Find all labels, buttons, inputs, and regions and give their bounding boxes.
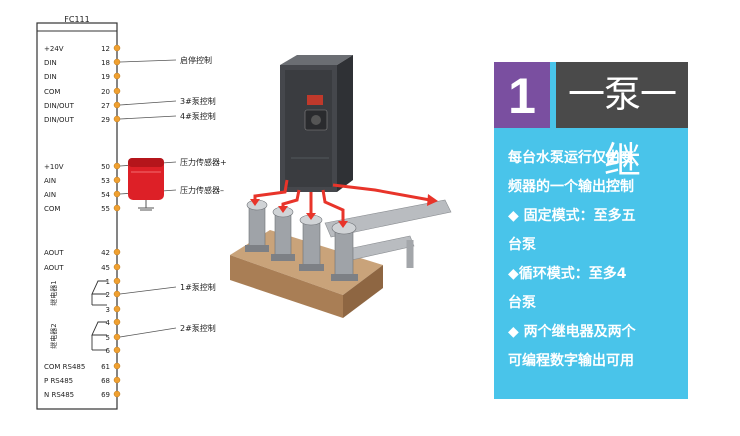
terminal-dot [113, 362, 121, 370]
panel-title: 一泵一继 [556, 62, 688, 182]
terminal-dot [113, 277, 121, 285]
terminal-dot [113, 204, 121, 212]
label-pump3: 3#泵控制 [180, 96, 216, 106]
terminal-name: COM [44, 205, 60, 213]
terminal-name: AIN [44, 177, 56, 185]
terminal-dot [113, 58, 121, 66]
terminal-name: +24V [44, 45, 64, 53]
terminal-dot [113, 190, 121, 198]
terminal-number: 29 [101, 116, 110, 124]
terminal-name: DIN [44, 73, 57, 81]
terminal-dot [113, 305, 121, 313]
control-arrows [253, 179, 431, 222]
panel-number: 1 [494, 62, 550, 128]
panel-line: ◆ 固定模式：至多五 [508, 208, 636, 224]
terminal-dot [113, 376, 121, 384]
controller-box [36, 22, 118, 410]
relay2-symbol [91, 321, 107, 351]
relay1-symbol [91, 280, 107, 306]
info-panel: 1 一泵一继 每台水泵运行仅由变频器的一个输出控制 ◆ 固定模式：至多五台泵 ◆循环… [494, 62, 688, 399]
terminal-dot [113, 346, 121, 354]
terminal-dot [113, 248, 121, 256]
terminal-name: AOUT [44, 264, 64, 272]
terminal-name: AOUT [44, 249, 64, 257]
panel-line: 频器的一个输出控制 [508, 179, 634, 195]
terminal-number: 12 [101, 45, 110, 53]
terminal-number: 50 [101, 163, 110, 171]
terminal-name: AIN [44, 191, 56, 199]
terminal-dot [113, 162, 121, 170]
terminal-number: 55 [101, 205, 110, 213]
pressure-sensor-icon [128, 158, 164, 211]
terminal-number: 69 [101, 391, 110, 399]
arrow-heads [250, 194, 438, 228]
terminal-dot [113, 72, 121, 80]
terminal-number: 27 [101, 102, 110, 110]
relay2-label: 继电器2 [49, 323, 58, 348]
terminal-name: COM [44, 88, 60, 96]
terminal-number: 20 [101, 88, 110, 96]
terminal-name: DIN [44, 59, 57, 67]
terminal-name: DIN/OUT [44, 116, 75, 124]
terminal-name: P RS485 [44, 377, 73, 385]
pump-3-icon [299, 214, 324, 271]
relay1-label: 继电器1 [49, 280, 58, 305]
terminal-dot [113, 115, 121, 123]
terminal-number: 42 [101, 249, 110, 257]
terminal-dot [113, 290, 121, 298]
terminal-number: 45 [101, 264, 110, 272]
terminal-number: 4 [106, 319, 111, 327]
terminal-number: 19 [101, 73, 110, 81]
terminal-dot [113, 176, 121, 184]
terminal-dot [113, 101, 121, 109]
terminal-dot [113, 44, 121, 52]
label-pressure-minus: 压力传感器– [180, 185, 224, 195]
panel-line: 每台水泵运行仅由变 [508, 150, 634, 166]
terminal-number: 2 [106, 291, 110, 299]
terminal-number: 5 [106, 334, 110, 342]
terminal-number: 54 [101, 191, 110, 199]
panel-description: 每台水泵运行仅由变频器的一个输出控制 ◆ 固定模式：至多五台泵 ◆循环模式：至多4 台… [508, 144, 682, 376]
vfd-icon [280, 55, 353, 192]
terminal-number: 3 [106, 306, 110, 314]
terminal-dot [113, 263, 121, 271]
panel-line: ◆ 两个继电器及两个 [508, 324, 636, 340]
pump-4-icon [331, 221, 358, 281]
panel-line: 可编程数字输出可用 [508, 353, 634, 369]
terminal-number: 1 [106, 278, 110, 286]
label-pump1: 1#泵控制 [180, 282, 216, 292]
controller-model: FC111 [64, 15, 89, 24]
panel-line: 台泵 [508, 237, 536, 253]
terminal-dot [113, 390, 121, 398]
panel-line: ◆循环模式：至多4 [508, 266, 627, 282]
terminal-name: COM RS485 [44, 363, 85, 371]
terminal-number: 61 [101, 363, 110, 371]
terminal-number: 6 [106, 347, 111, 355]
label-pump4: 4#泵控制 [180, 111, 216, 121]
terminal-dot [113, 318, 121, 326]
panel-line: 台泵 [508, 295, 536, 311]
label-pressure-plus: 压力传感器+ [180, 157, 227, 167]
label-pump2: 2#泵控制 [180, 323, 216, 333]
terminal-name: +10V [44, 163, 64, 171]
label-start-stop: 启停控制 [180, 55, 212, 65]
terminal-dot [113, 87, 121, 95]
system-illustration [230, 55, 452, 318]
terminal-number: 53 [101, 177, 110, 185]
terminal-number: 68 [101, 377, 110, 385]
terminal-name: N RS485 [44, 391, 74, 399]
terminal-number: 18 [101, 59, 110, 67]
terminal-dot [113, 333, 121, 341]
terminal-name: DIN/OUT [44, 102, 75, 110]
